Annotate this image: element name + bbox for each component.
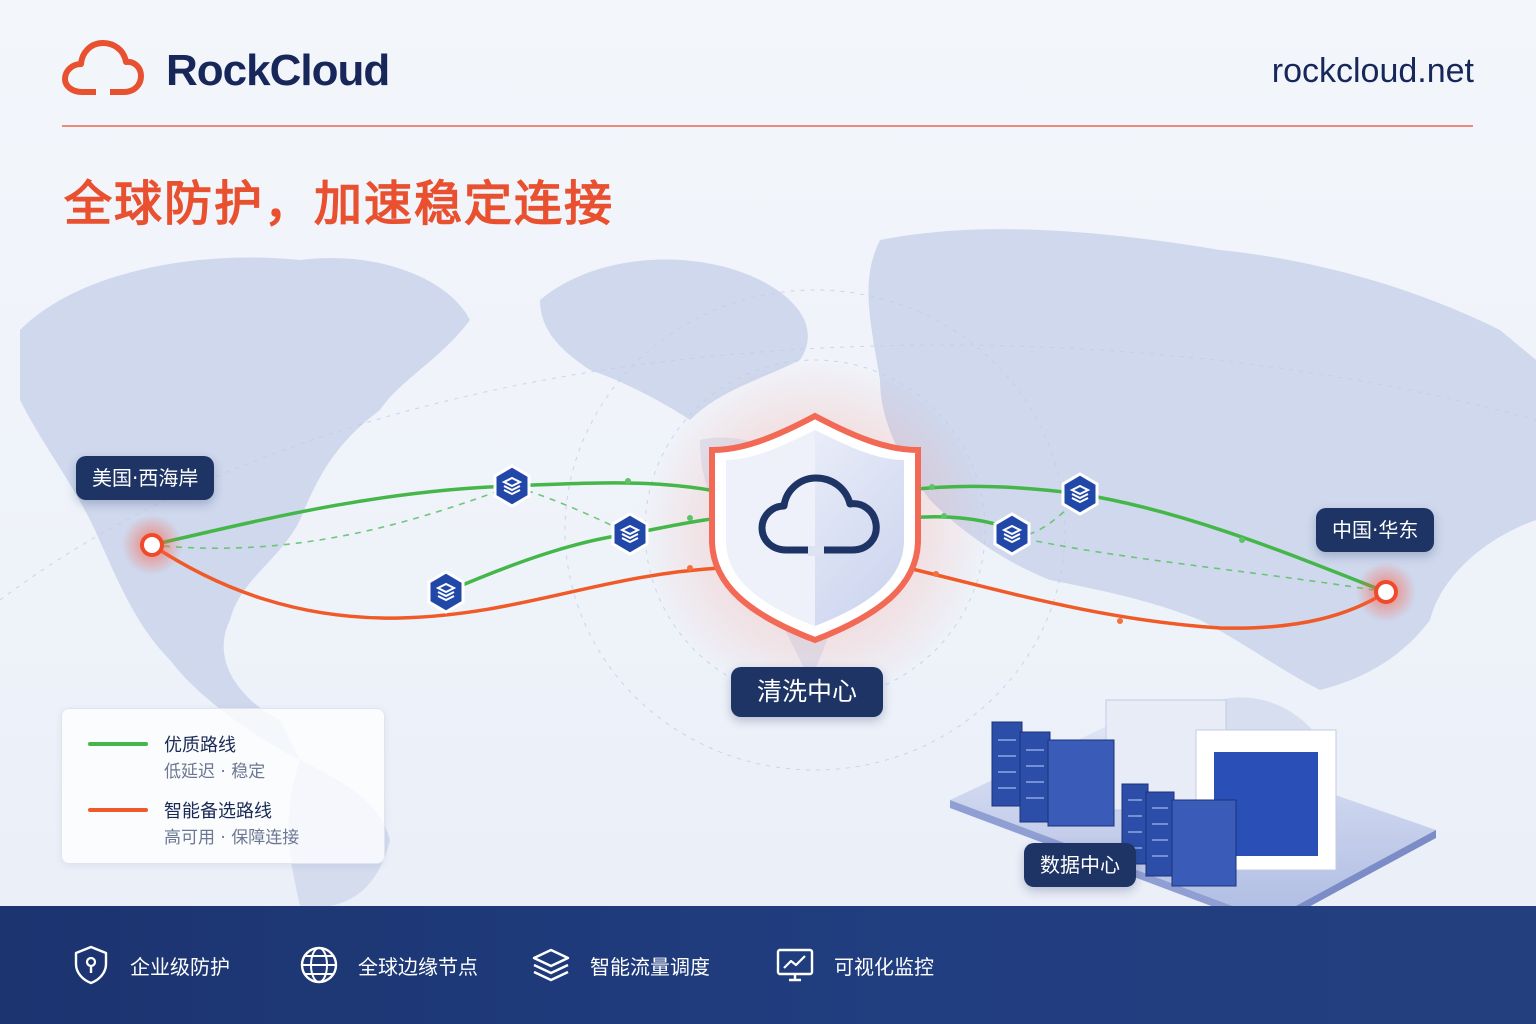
header-divider	[62, 125, 1473, 127]
headline: 全球防护，加速稳定连接	[64, 176, 615, 232]
endpoint-us	[122, 515, 182, 575]
data-center-illustration	[950, 699, 1436, 928]
shield-icon	[74, 945, 108, 985]
label-china-east: 中国·华东	[1316, 508, 1435, 552]
layers-icon	[532, 948, 570, 982]
legend-title: 优质路线	[164, 735, 236, 756]
feature-label: 全球边缘节点	[358, 954, 478, 979]
label-data-center: 数据中心	[1024, 843, 1136, 887]
relay-node-icon	[427, 464, 1099, 614]
feature-traffic-scheduling: 智能流量调度	[530, 944, 710, 986]
feature-visual-monitoring: 可视化监控	[774, 944, 934, 986]
feature-label: 企业级防护	[130, 954, 230, 979]
label-scrubbing-center: 清洗中心	[731, 667, 884, 717]
feature-label: 智能流量调度	[590, 954, 710, 979]
domain-link[interactable]: rockcloud.net	[1271, 52, 1474, 90]
label-us-west: 美国·西海岸	[76, 456, 215, 500]
legend-title: 智能备选路线	[164, 801, 272, 822]
legend-subtitle: 高可用 · 保障连接	[164, 828, 300, 848]
green-line-swatch	[88, 742, 148, 746]
orange-line-swatch	[88, 808, 148, 812]
cloud-logo-icon	[62, 40, 144, 97]
brand: RockCloud	[62, 40, 390, 102]
legend-subtitle: 低延迟 · 稳定	[164, 762, 266, 782]
endpoint-cn	[1356, 562, 1416, 622]
route-legend: 优质路线 低延迟 · 稳定 智能备选路线 高可用 · 保障连接	[61, 708, 385, 864]
feature-enterprise-protection: 企业级防护	[70, 944, 230, 986]
shield-cloud-icon	[709, 412, 921, 644]
feature-bar: 企业级防护 全球边缘节点 智能流量调度 可视化监控	[0, 906, 1536, 1024]
monitor-chart-icon	[776, 948, 814, 982]
feature-global-edge: 全球边缘节点	[298, 944, 478, 986]
globe-icon	[300, 946, 338, 984]
backup-routes	[150, 543, 1388, 630]
brand-name: RockCloud	[166, 46, 390, 95]
feature-label: 可视化监控	[834, 954, 934, 979]
